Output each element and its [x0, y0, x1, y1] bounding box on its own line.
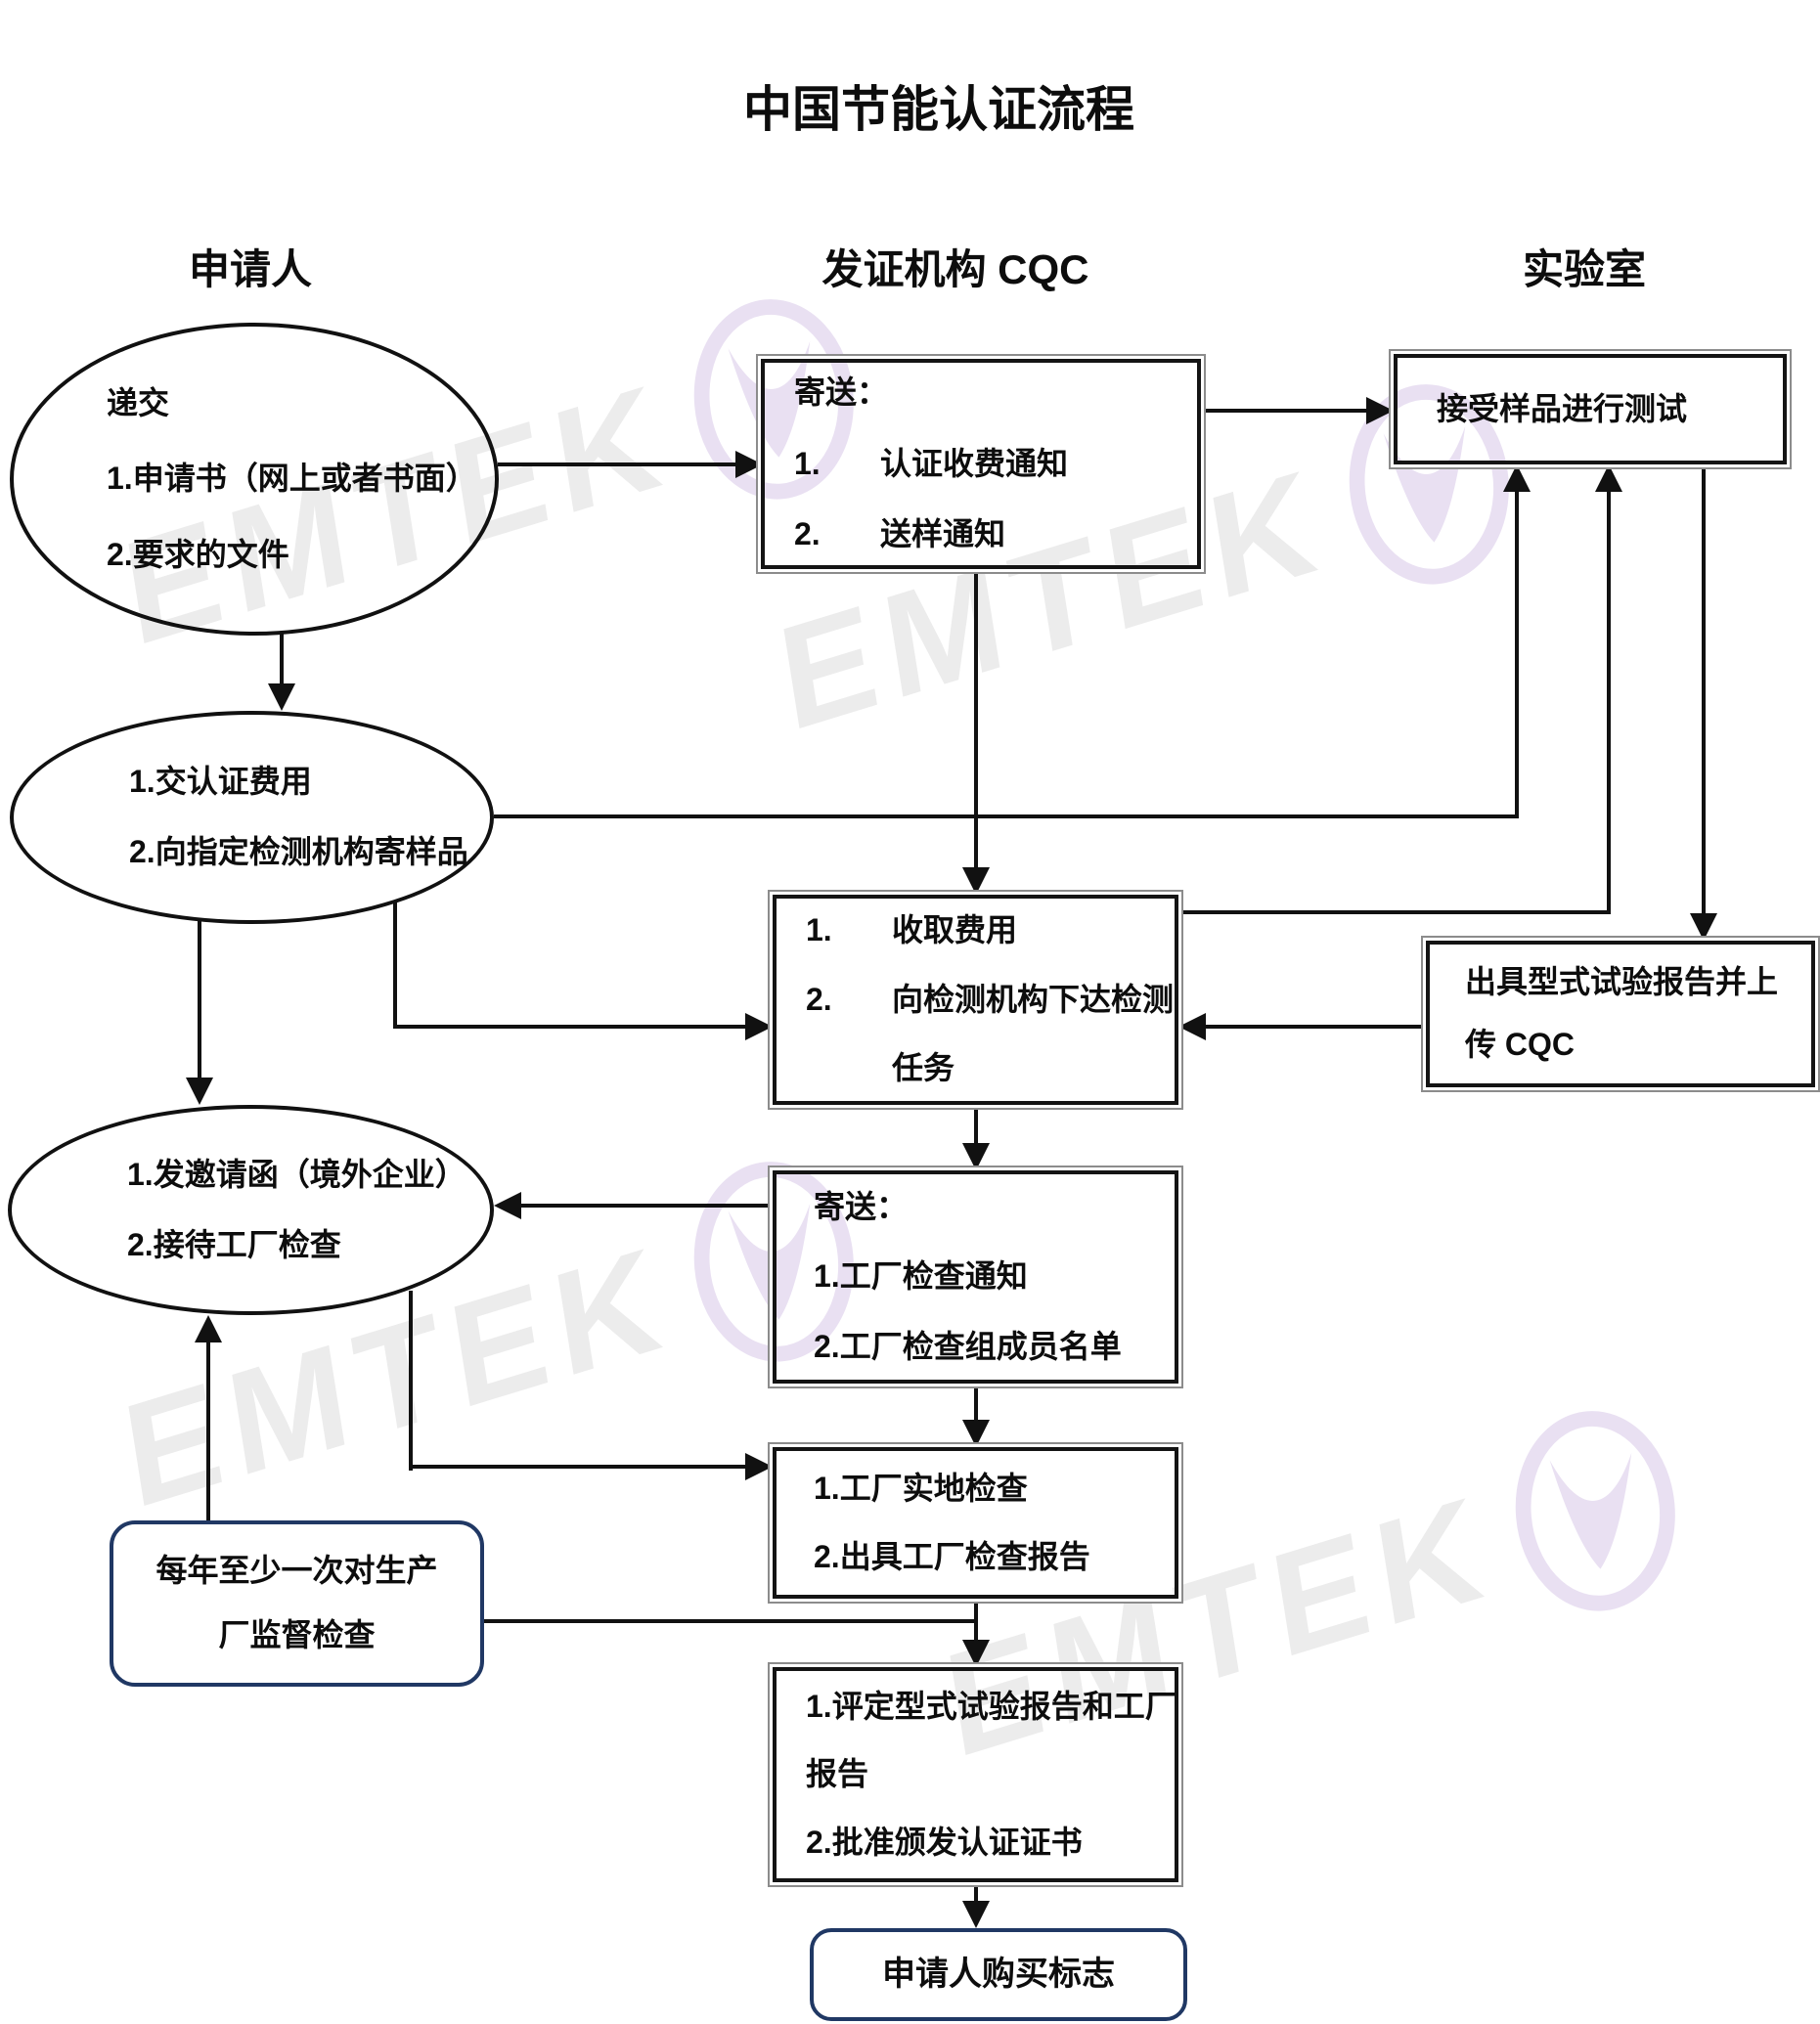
arrowhead-down: [962, 1420, 990, 1447]
node-line: 2.向指定检测机构寄样品: [129, 834, 468, 869]
node-line: 2.出具工厂检查报告: [814, 1538, 1090, 1574]
column-header-applicant: 申请人: [188, 246, 312, 292]
arrowhead-left: [1178, 1013, 1206, 1040]
arrowhead-down: [962, 1640, 990, 1667]
node-buy-mark: 申请人购买标志: [810, 1928, 1187, 2021]
page-title: 中国节能认证流程: [743, 82, 1134, 137]
connector-line: [974, 569, 978, 869]
arrowhead-down: [1690, 913, 1717, 941]
node-line: 2.接待工厂检查: [127, 1226, 341, 1262]
arrowhead-right: [745, 1453, 773, 1480]
connector-line: [484, 1619, 978, 1623]
connector-line: [206, 1341, 210, 1520]
list-text: 向检测机构下达检测: [892, 981, 1175, 1017]
node-line: 1.发邀请函（境外企业）: [127, 1156, 466, 1192]
node-line: 2. 向检测机构下达检测: [806, 981, 1175, 1017]
connector-line: [974, 1384, 978, 1422]
arrowhead-right: [735, 451, 763, 478]
list-number: 1.: [806, 912, 832, 948]
connector-line: [198, 920, 201, 1079]
list-number: 2.: [794, 516, 821, 552]
node-line: 1. 认证收费通知: [794, 445, 1197, 481]
connector-line: [393, 1025, 747, 1029]
list-number: 1.: [794, 445, 821, 481]
node-charge-assign: 1. 收取费用 2. 向检测机构下达检测 任务: [773, 895, 1178, 1105]
node-line: 寄送：: [814, 1188, 909, 1224]
node-line: 寄送：: [794, 374, 889, 411]
arrowhead-up: [195, 1315, 222, 1342]
column-header-issuer: 发证机构 CQC: [821, 246, 1089, 292]
arrowhead-down: [962, 1901, 990, 1928]
connector-line: [280, 634, 284, 685]
node-line: 1.工厂检查通知: [814, 1258, 1028, 1295]
connector-line: [409, 1465, 747, 1469]
arrowhead-down: [962, 867, 990, 895]
connector-line: [974, 1105, 978, 1145]
node-line: 1. 收取费用: [806, 914, 1175, 947]
connector-line: [1206, 1025, 1426, 1029]
node-notify1: 寄送： 1. 认证收费通知 2. 送样通知: [761, 359, 1201, 569]
emtek-logo-icon: [1515, 1411, 1675, 1611]
node-evaluate: 1.评定型式试验报告和工厂 报告 2.批准颁发认证证书: [773, 1667, 1178, 1882]
list-text: 收取费用: [892, 912, 1018, 948]
node-notify2: 寄送： 1.工厂检查通知 2.工厂检查组成员名单: [773, 1170, 1178, 1384]
arrowhead-down: [268, 683, 295, 711]
node-annual-supervision: 每年至少一次对生产 厂监督检查: [110, 1520, 484, 1687]
connector-line: [1515, 490, 1519, 818]
connector-line: [1178, 910, 1611, 914]
connector-line: [974, 1599, 978, 1642]
node-lab-test: 接受样品进行测试: [1394, 354, 1787, 464]
node-invite: 1.发邀请函（境外企业） 2.接待工厂检查: [8, 1105, 494, 1315]
node-line: 2. 送样通知: [794, 518, 1197, 551]
node-line: 报告: [806, 1756, 869, 1792]
arrowhead-up: [1503, 464, 1531, 492]
connector-line: [1201, 409, 1369, 413]
node-submit: 递交 1.申请书（网上或者书面） 2.要求的文件: [10, 323, 499, 636]
list-text: 认证收费通知: [880, 445, 1069, 481]
connector-line: [393, 902, 397, 1029]
column-header-lab: 实验室: [1522, 246, 1646, 292]
connector-line: [1702, 464, 1706, 915]
connector-line: [1607, 490, 1611, 914]
node-line: 1.申请书（网上或者书面）: [107, 461, 477, 497]
node-line: 2.要求的文件: [107, 536, 289, 572]
node-line: 出具型式试验报告并上: [1465, 964, 1779, 1000]
node-line: 厂监督检查: [218, 1617, 376, 1652]
arrowhead-right: [1366, 397, 1394, 424]
node-line: 每年至少一次对生产: [155, 1553, 438, 1589]
list-number: 2.: [806, 981, 832, 1017]
node-line: 递交: [107, 384, 170, 420]
arrowhead-right: [745, 1013, 773, 1040]
connector-line: [974, 1882, 978, 1905]
node-line: 1.工厂实地检查: [814, 1470, 1028, 1506]
node-factory-inspect: 1.工厂实地检查 2.出具工厂检查报告: [773, 1447, 1178, 1599]
arrowhead-down: [962, 1143, 990, 1170]
arrowhead-down: [186, 1078, 213, 1105]
node-line: 1.评定型式试验报告和工厂: [806, 1688, 1176, 1724]
arrowhead-up: [1595, 464, 1622, 492]
node-line: 2.批准颁发认证证书: [806, 1824, 1083, 1860]
connector-line: [498, 462, 735, 466]
node-line: 2.工厂检查组成员名单: [814, 1328, 1122, 1364]
connector-line: [521, 1204, 773, 1208]
node-line: 1.交认证费用: [129, 764, 312, 800]
node-line: 接受样品进行测试: [1437, 390, 1688, 426]
arrowhead-left: [494, 1192, 521, 1219]
node-line: 传 CQC: [1465, 1027, 1576, 1062]
connector-line: [409, 1291, 413, 1471]
node-lab-report: 出具型式试验报告并上 传 CQC: [1426, 941, 1815, 1087]
list-text: 送样通知: [880, 516, 1006, 552]
node-pay-send: 1.交认证费用 2.向指定检测机构寄样品: [10, 711, 494, 924]
node-line: 任务: [892, 1050, 955, 1086]
node-line: 申请人购买标志: [882, 1955, 1115, 1993]
connector-line: [494, 814, 1519, 818]
